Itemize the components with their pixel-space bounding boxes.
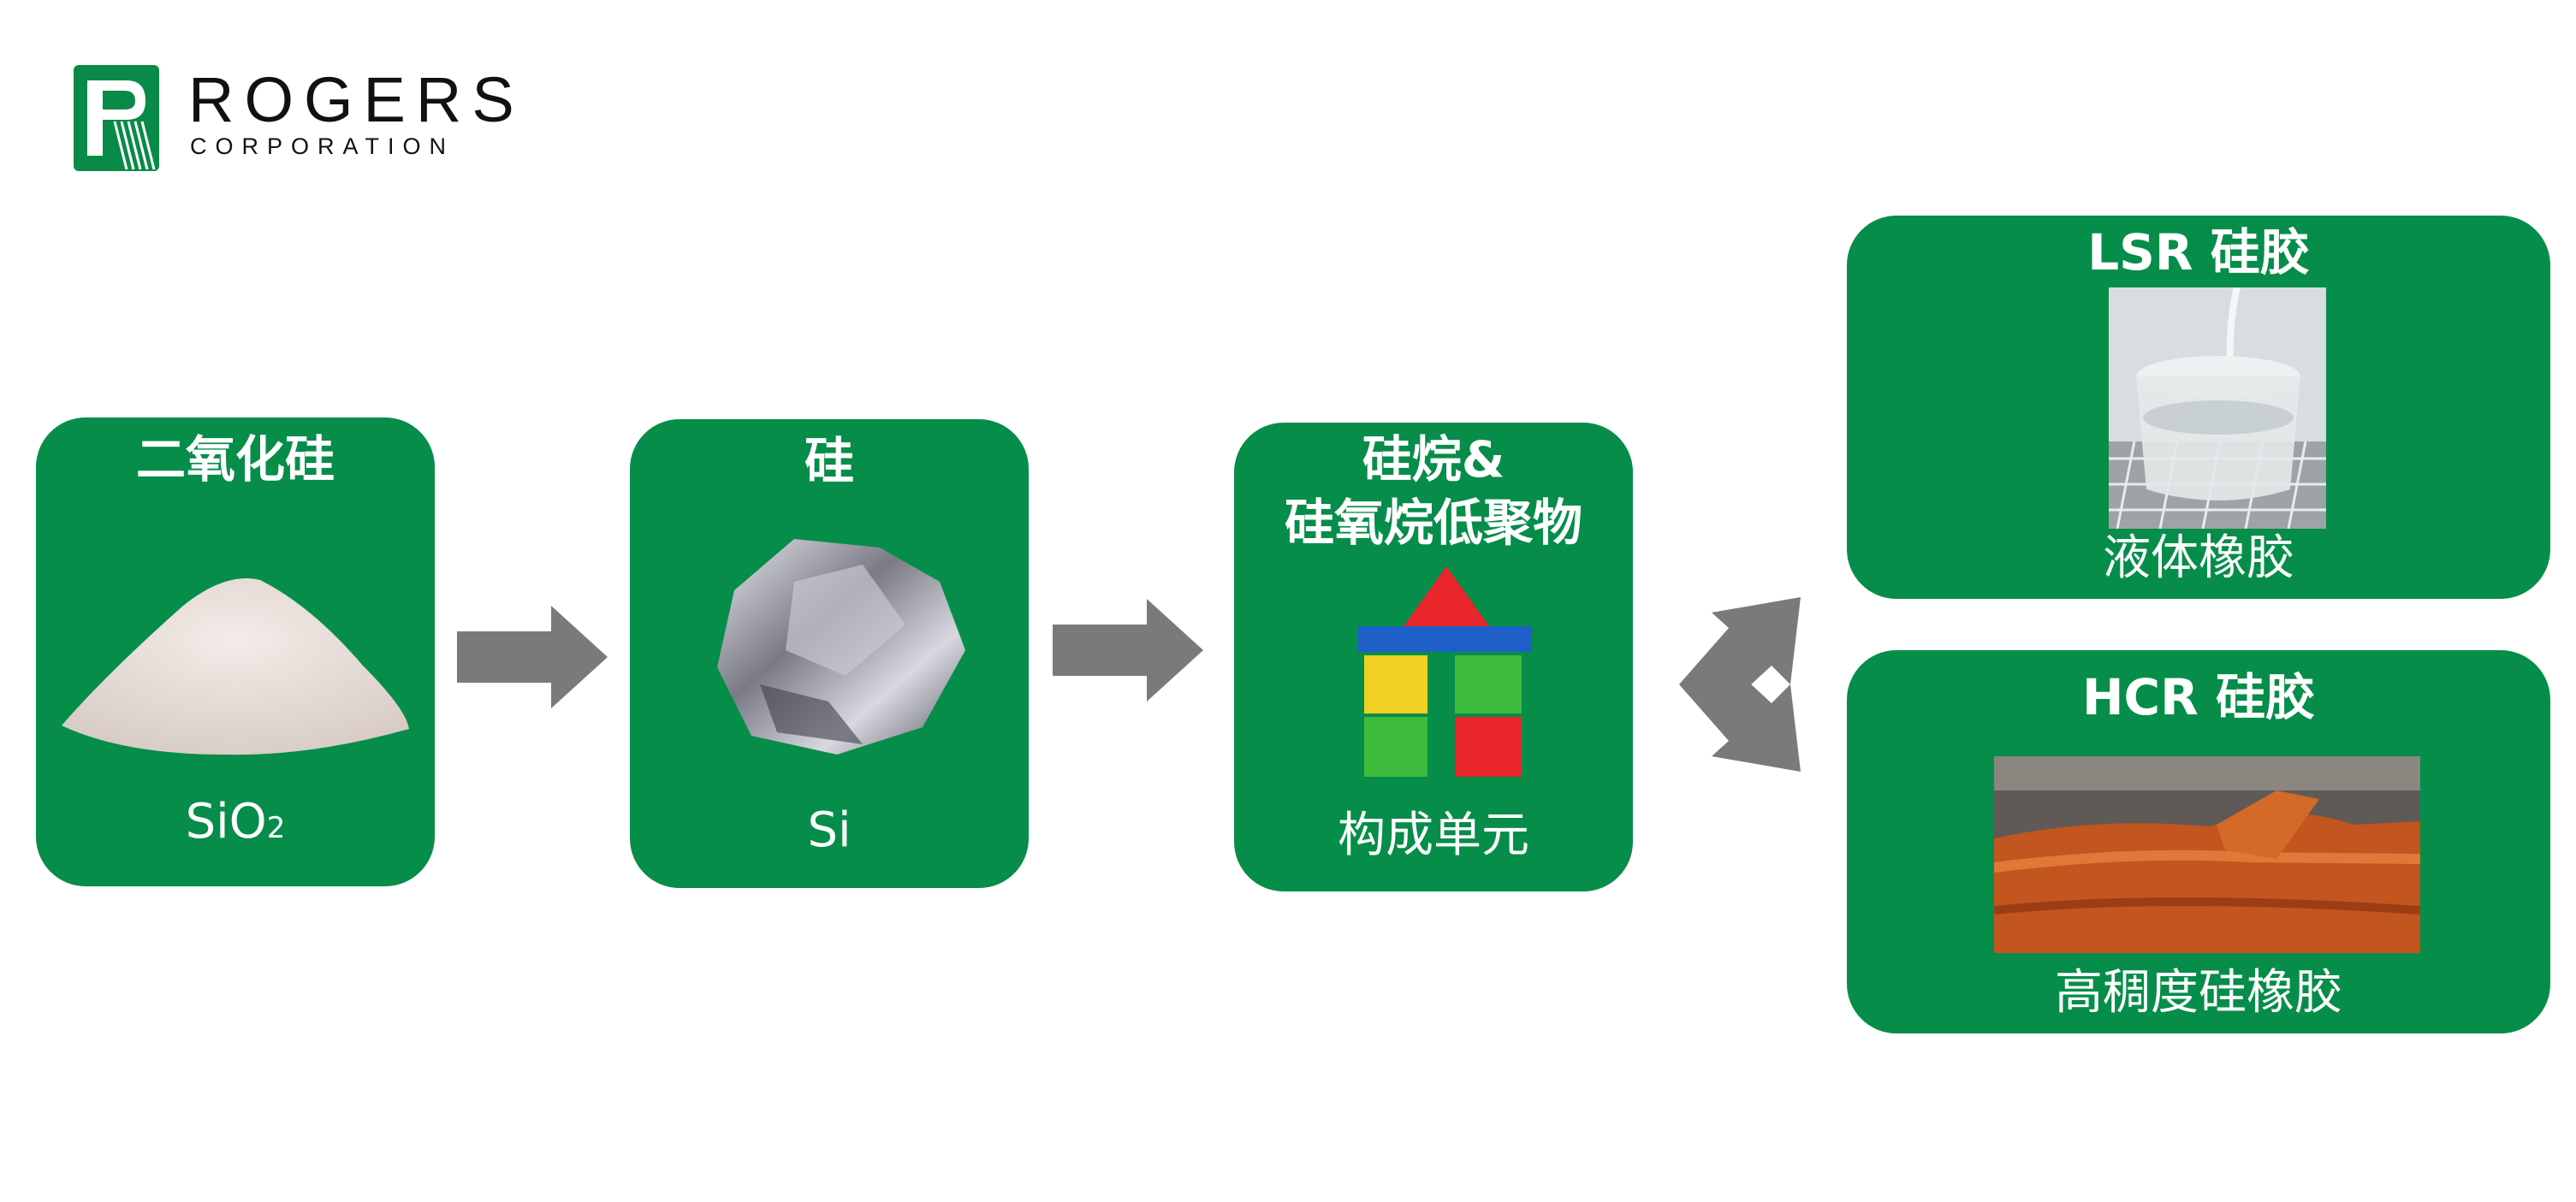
card-title-line1: 硅烷& (1362, 430, 1505, 488)
toy-blocks-icon (1357, 566, 1532, 777)
right-arrow-icon (457, 606, 608, 708)
card-silicon: 硅 Si (630, 419, 1029, 888)
card-caption: 液体橡胶 (2103, 530, 2294, 586)
card-title: 硅 (804, 432, 854, 490)
card-title: LSR 硅胶 (2087, 223, 2310, 281)
right-arrow-icon (1053, 599, 1203, 702)
card-hcr-silicone: HCR 硅胶 高稠度硅橡胶 (1847, 650, 2550, 1033)
card-caption: Si (807, 802, 852, 858)
rogers-logo-mark-icon (74, 65, 159, 171)
logo-subtitle: CORPORATION (190, 133, 455, 159)
orange-silicone-rubber-icon (1994, 756, 2420, 953)
card-silicon-dioxide: 二氧化硅 SiO2 (36, 417, 435, 886)
split-arrow-icon (1679, 597, 1801, 772)
card-lsr-silicone: LSR 硅胶 液体橡胶 (1847, 216, 2550, 599)
card-caption: 构成单元 (1338, 808, 1529, 863)
liquid-silicone-cup-icon (2109, 287, 2326, 529)
card-title-line2: 硅氧烷低聚物 (1284, 494, 1582, 552)
card-caption: 高稠度硅橡胶 (2055, 965, 2342, 1021)
card-title: HCR 硅胶 (2082, 668, 2315, 726)
logo-name: ROGERS (188, 64, 525, 135)
card-caption: SiO2 (185, 794, 286, 850)
card-silane-oligomer: 硅烷& 硅氧烷低聚物 构成单元 (1234, 423, 1633, 891)
sand-pile-icon (62, 578, 409, 755)
silicon-chunk-icon (717, 539, 965, 755)
card-title: 二氧化硅 (135, 430, 335, 488)
rogers-logo: ROGERS CORPORATION (74, 65, 519, 176)
